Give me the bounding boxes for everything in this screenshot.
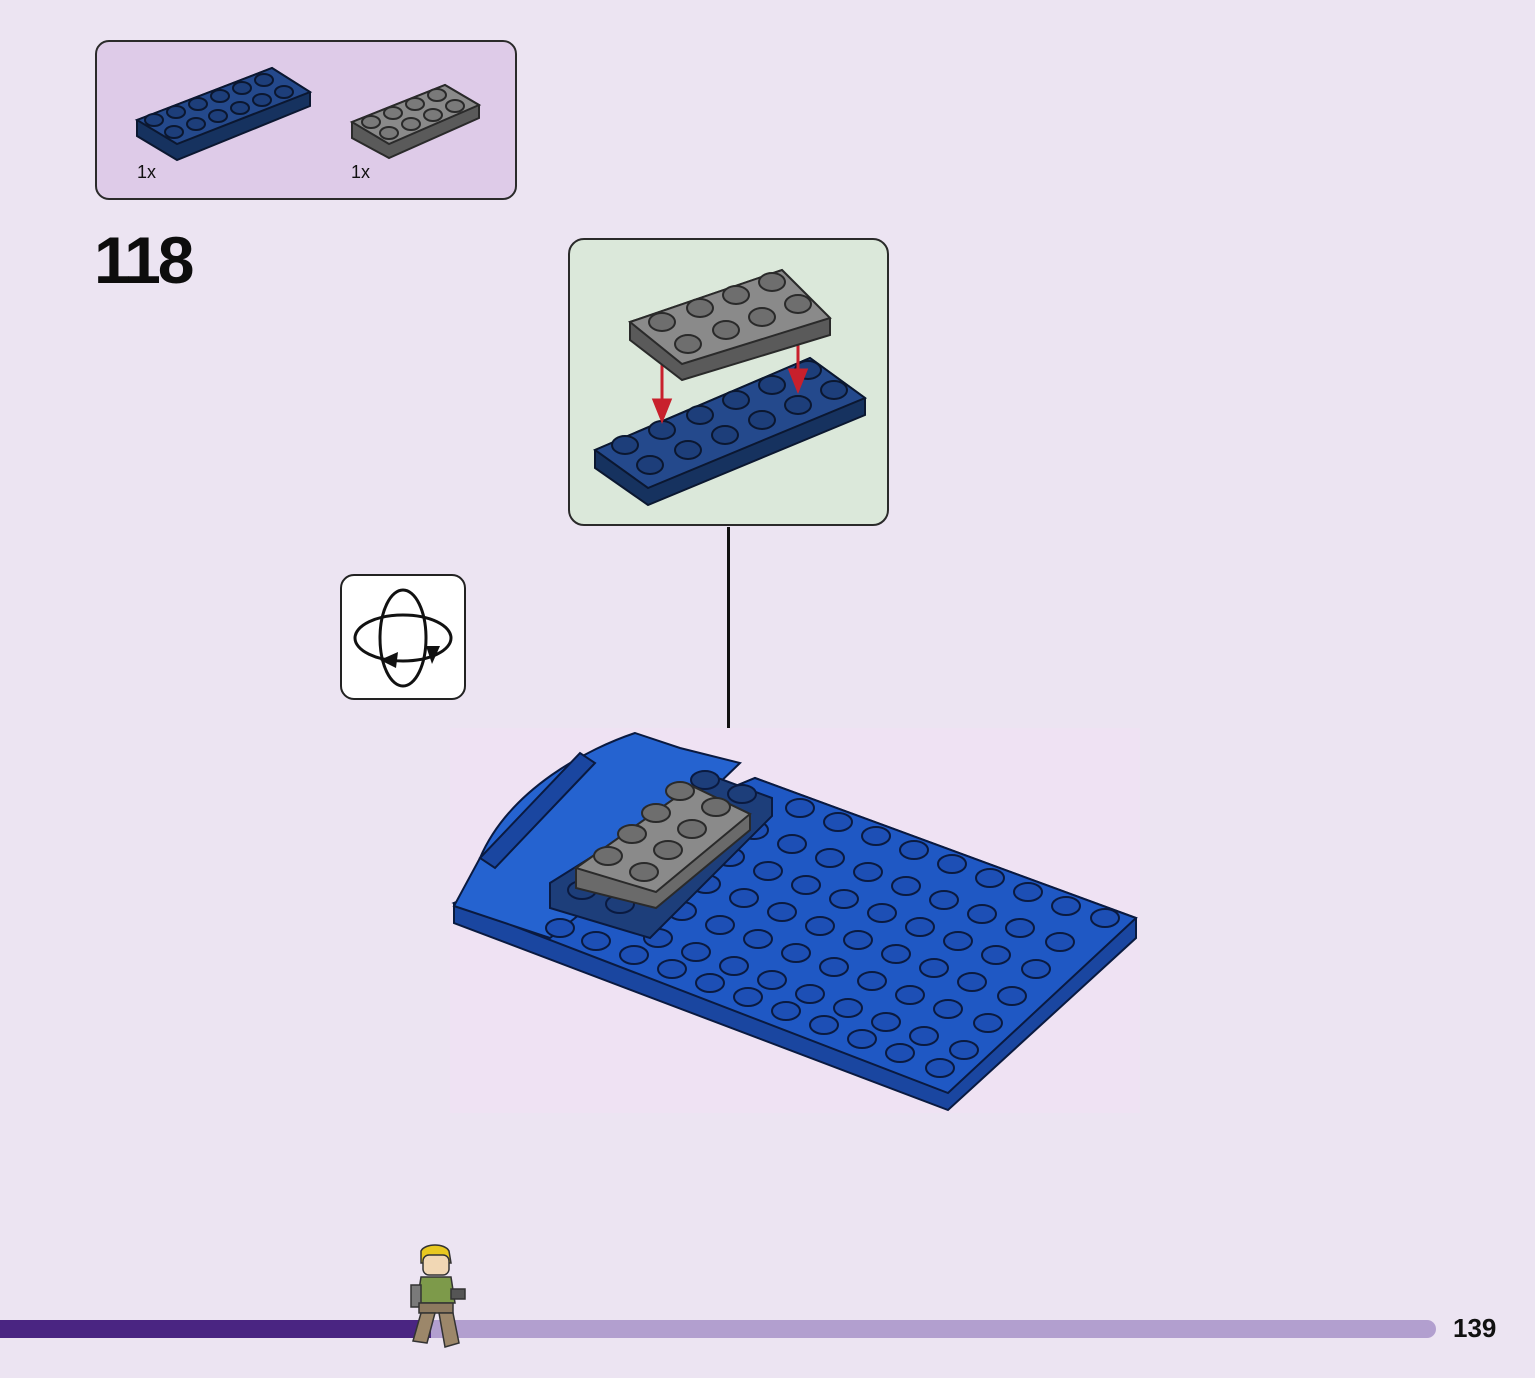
assembly-pointer-line <box>727 527 730 752</box>
plate-2x4-dark-grey-icon <box>349 83 482 160</box>
part-quantity: 1x <box>351 162 371 182</box>
minifigure-walker-icon <box>410 1244 466 1348</box>
plate-2x6-dark-blue-icon <box>134 66 313 162</box>
plate-2x6-dark-blue-icon <box>592 356 868 507</box>
part-quantity: 1x <box>137 162 157 182</box>
parts-list-panel: 1x 1x <box>95 40 517 200</box>
rotate-model-box <box>340 574 466 700</box>
main-model-illustration <box>450 728 1140 1113</box>
rotate-model-icon <box>353 588 453 688</box>
subassembly-illustration <box>592 268 868 507</box>
plate-2x4-dark-grey-icon <box>627 268 832 382</box>
step-number: 118 <box>94 223 194 297</box>
subassembly-callout <box>568 238 889 526</box>
progress-fill <box>0 1320 431 1338</box>
page-number: 139 <box>1453 1313 1497 1343</box>
